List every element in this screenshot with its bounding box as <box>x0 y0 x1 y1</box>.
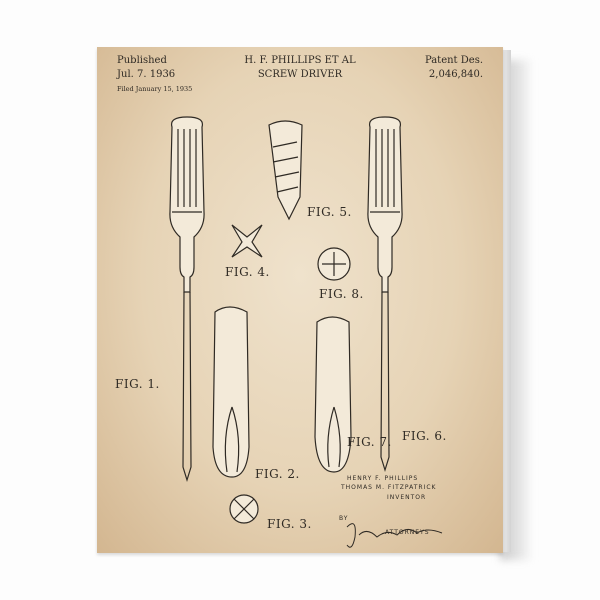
shank-fig7 <box>314 316 352 473</box>
fig5-label: FIG. 5. <box>307 205 352 219</box>
patent-canvas-print: Published Jul. 7. 1936 Filed January 15,… <box>97 47 503 553</box>
screwdriver-fig1 <box>169 116 205 483</box>
attorneys-label: ATTORNEYS <box>385 529 430 536</box>
patent-label: Patent Des. <box>424 55 483 66</box>
canvas-edge <box>503 50 511 552</box>
fig6-label: FIG. 6. <box>402 429 447 443</box>
screwdriver-fig6 <box>367 116 403 473</box>
tip-hatching <box>272 141 300 193</box>
inventor-name-2: THOMAS M. FITZPATRICK <box>341 484 437 491</box>
inventors-title: H. F. PHILLIPS ET AL <box>244 55 356 66</box>
by-label: BY <box>339 515 349 522</box>
fig3-label: FIG. 3. <box>267 517 312 531</box>
shank-fig2 <box>212 306 250 478</box>
tip-fig5 <box>268 120 303 221</box>
attorney-signature <box>346 523 443 548</box>
filed-date: Filed January 15, 1935 <box>117 85 193 93</box>
patent-number: 2,046,840. <box>428 69 483 80</box>
published-label: Published <box>117 55 167 66</box>
patent-drawings <box>169 116 443 548</box>
inventor-label: INVENTOR <box>387 494 427 501</box>
cross-fig4 <box>231 224 263 258</box>
fig1-label: FIG. 1. <box>115 377 160 391</box>
fig7-label: FIG. 7. <box>347 435 392 449</box>
published-date: Jul. 7. 1936 <box>117 69 176 80</box>
fig2-label: FIG. 2. <box>255 467 300 481</box>
patent-title: SCREW DRIVER <box>257 69 343 80</box>
inventor-name-1: HENRY F. PHILLIPS <box>347 475 419 482</box>
fig4-label: FIG. 4. <box>225 265 270 279</box>
fig8-label: FIG. 8. <box>319 287 364 301</box>
